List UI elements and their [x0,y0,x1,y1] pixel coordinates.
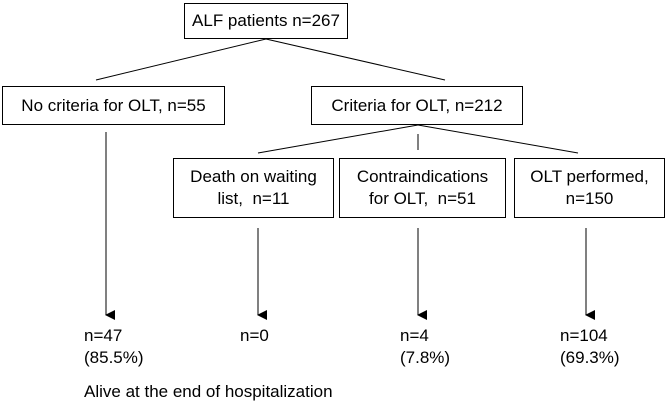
branch-line-criteria-left [257,124,419,154]
outcome-percent: (7.8%) [400,348,451,367]
root-label: ALF patients n=267 [192,11,340,30]
outcome-percent: (69.3%) [560,348,620,367]
death-waiting-line2: list, n=11 [217,189,290,208]
branch-line-criteria-right [417,124,579,154]
contraindications-box: Contraindications for OLT, n=51 [339,158,506,218]
outcome-death-waiting: n=0 [240,325,269,347]
branch-line-right [265,38,446,81]
olt-performed-box: OLT performed, n=150 [514,158,665,218]
contraindications-line1: Contraindications [356,167,489,186]
no-criteria-box: No criteria for OLT, n=55 [2,86,225,125]
outcome-count: n=104 [560,326,608,345]
outcome-count: n=4 [400,326,429,345]
olt-performed-line1: OLT performed, [530,167,649,186]
criteria-label: Criteria for OLT, n=212 [331,95,503,115]
outcome-no-criteria: n=47 (85.5%) [84,325,144,369]
branch-line-left [95,38,267,81]
criteria-box: Criteria for OLT, n=212 [311,86,523,125]
outcome-contraindications: n=4 (7.8%) [400,325,450,369]
contraindications-line2: for OLT, n=51 [369,189,476,208]
footer-caption: Alive at the end of hospitalization [84,382,333,401]
death-waiting-box: Death on waiting list, n=11 [173,158,334,218]
outcome-percent: (85.5%) [84,348,144,367]
no-criteria-label: No criteria for OLT, n=55 [21,95,206,115]
outcome-count: n=47 [84,326,123,345]
outcome-olt-performed: n=104 (69.3%) [560,325,620,369]
olt-performed-line2: n=150 [565,189,614,208]
death-waiting-line1: Death on waiting [190,167,317,186]
root-box: ALF patients n=267 [184,3,348,39]
outcome-count: n=0 [240,326,269,345]
